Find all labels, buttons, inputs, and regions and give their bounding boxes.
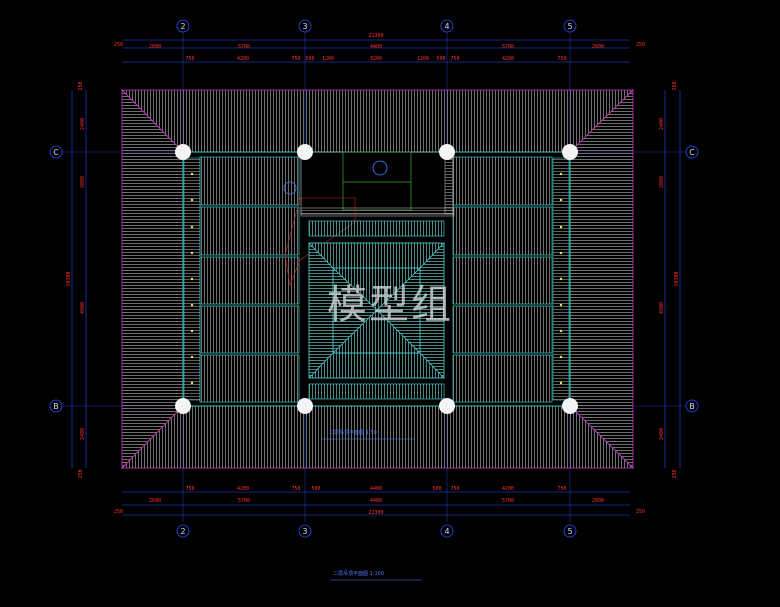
dim-bottom-detail: 500 [311,486,320,492]
dim-left: 2800 [80,176,86,188]
dim-bottom-seg: 5700 [502,498,514,504]
dim-bottom-seg: 2600 [592,498,604,504]
dim-bottom-detail: 750 [291,486,300,492]
dim-top-detail: 750 [291,56,300,62]
axis-labels: 2 3 4 5 2 3 4 5 C B C B [53,22,695,536]
dim-right: 2400 [659,428,665,440]
dimension-lines [71,39,681,516]
dim-bottom-overall: 21300 [368,510,383,516]
dim-bottom-seg: 250 [636,509,645,515]
dim-top-detail: 1200 [322,56,334,62]
dim-top-detail: 750 [557,56,566,62]
dim-left: 2400 [80,428,86,440]
dim-left-overall: 10300 [66,271,72,286]
dim-top-seg: 5700 [238,44,250,50]
dim-bottom-seg: 2600 [149,498,161,504]
dim-bottom-seg: 5700 [238,498,250,504]
dim-right: 2800 [659,176,665,188]
dimension-texts: 21300 250 2600 5700 4400 5700 2600 250 7… [66,33,680,516]
axis-label-top-3: 3 [302,22,307,31]
axis-label-bottom-5: 5 [567,527,572,536]
dim-top-detail: 1200 [417,56,429,62]
drawing-title: 二层吊顶平面图 1:100 [333,571,384,577]
dim-bottom-detail: 4400 [370,486,382,492]
axis-bubbles [49,19,699,538]
stair-room [283,151,455,287]
dim-bottom-seg: 250 [114,509,123,515]
dim-left: 4900 [80,302,86,314]
dim-top-detail: 750 [450,56,459,62]
columns [175,144,578,414]
dim-top-detail: 4200 [237,56,249,62]
axis-label-top-4: 4 [444,22,449,31]
dim-bottom-seg: 4400 [370,498,382,504]
right-ceiling-panels [452,156,553,403]
dim-right-overall: 10300 [674,271,680,286]
axis-label-top-2: 2 [180,22,185,31]
dim-right: 250 [672,81,678,90]
dim-top-detail: 750 [185,56,194,62]
roof-eaves [121,89,634,469]
dim-right: 250 [672,469,678,478]
dim-top-seg: 250 [636,42,645,48]
axis-label-bottom-3: 3 [302,527,307,536]
dim-right: 2400 [659,118,665,130]
axis-label-left-b: B [53,402,59,411]
dim-top-seg: 250 [114,42,123,48]
axis-label-top-5: 5 [567,22,572,31]
dim-bottom-detail: 4200 [502,486,514,492]
dim-left: 250 [78,81,84,90]
axis-label-left-c: C [53,148,59,157]
axis-label-bottom-4: 4 [444,527,449,536]
dim-bottom-detail: 500 [432,486,441,492]
dim-bottom-detail: 750 [557,486,566,492]
dim-top-overall: 21300 [368,33,383,39]
inner-caption: 二层吊顶平面图 1:50 [329,430,377,436]
dim-top-seg: 2600 [149,44,161,50]
axis-label-right-c: C [689,148,695,157]
dim-bottom-detail: 750 [450,486,459,492]
axis-label-right-b: B [689,402,695,411]
left-ceiling-panels [199,156,300,403]
dim-top-detail: 4200 [502,56,514,62]
captions: 二层吊顶平面图 1:50 二层吊顶平面图 1:100 [322,430,422,581]
dim-bottom-detail: 4200 [237,486,249,492]
dim-left: 250 [78,469,84,478]
central-coffer [308,220,445,400]
light-fixtures [190,172,563,385]
axis-label-bottom-2: 2 [180,527,185,536]
dim-top-detail: 500 [436,56,445,62]
dim-top-detail: 500 [305,56,314,62]
watermark: 模型组 [327,282,453,328]
dim-top-detail: 3200 [370,56,382,62]
dim-top-seg: 2600 [592,44,604,50]
dim-left: 2400 [80,118,86,130]
dim-top-seg: 4400 [370,44,382,50]
dim-right: 4900 [659,302,665,314]
dim-top-seg: 5700 [502,44,514,50]
dim-bottom-detail: 750 [185,486,194,492]
